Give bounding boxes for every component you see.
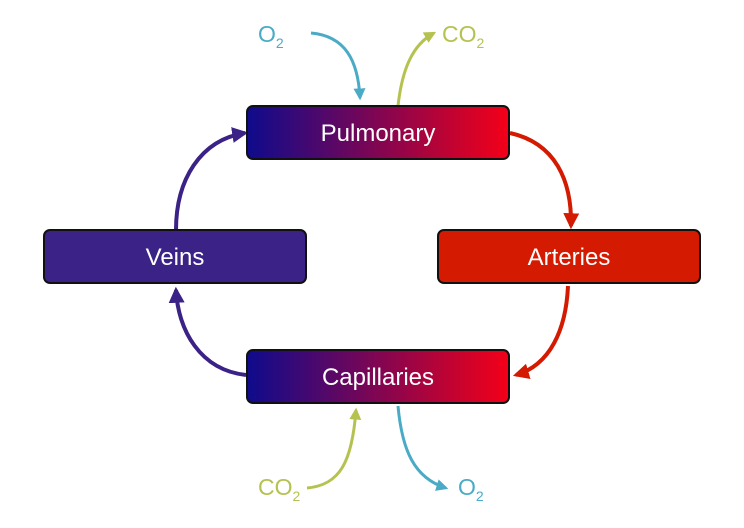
gas-label-top-o2: O2 <box>258 21 284 51</box>
gas-label-bottom-co2-sub: 2 <box>293 488 301 504</box>
node-pulmonary: Pulmonary <box>246 105 510 160</box>
gas-label-top-o2-base: O <box>258 21 276 47</box>
flow-arrow-pulmonary-to-arteries <box>509 131 580 230</box>
flow-arrow-veins-to-pulmonary <box>174 127 249 231</box>
node-pulmonary-label: Pulmonary <box>321 120 436 147</box>
gas-label-top-co2-sub: 2 <box>477 35 485 51</box>
gas-label-bottom-co2-base: CO <box>258 474 293 500</box>
gas-arrow-o2-out-of-capillaries <box>396 405 449 491</box>
flow-arrow-arteries-to-capillaries <box>512 285 570 380</box>
node-veins: Veins <box>43 229 307 284</box>
gas-label-bottom-o2: O2 <box>458 474 484 504</box>
gas-arrow-co2-into-capillaries <box>306 407 362 490</box>
node-veins-label: Veins <box>146 244 205 271</box>
gas-label-bottom-o2-sub: 2 <box>476 488 484 504</box>
node-capillaries: Capillaries <box>246 349 510 404</box>
gas-arrow-co2-out-of-pulmonary <box>396 31 437 107</box>
gas-label-bottom-co2: CO2 <box>258 474 301 504</box>
node-arteries-label: Arteries <box>528 244 611 271</box>
gas-label-top-o2-sub: 2 <box>276 35 284 51</box>
gas-arrow-o2-into-pulmonary <box>310 31 366 101</box>
flow-arrow-capillaries-to-veins <box>168 286 247 377</box>
gas-label-top-co2: CO2 <box>442 21 485 51</box>
gas-label-top-co2-base: CO <box>442 21 477 47</box>
node-arteries: Arteries <box>437 229 701 284</box>
gas-label-bottom-o2-base: O <box>458 474 476 500</box>
node-capillaries-label: Capillaries <box>322 364 434 391</box>
